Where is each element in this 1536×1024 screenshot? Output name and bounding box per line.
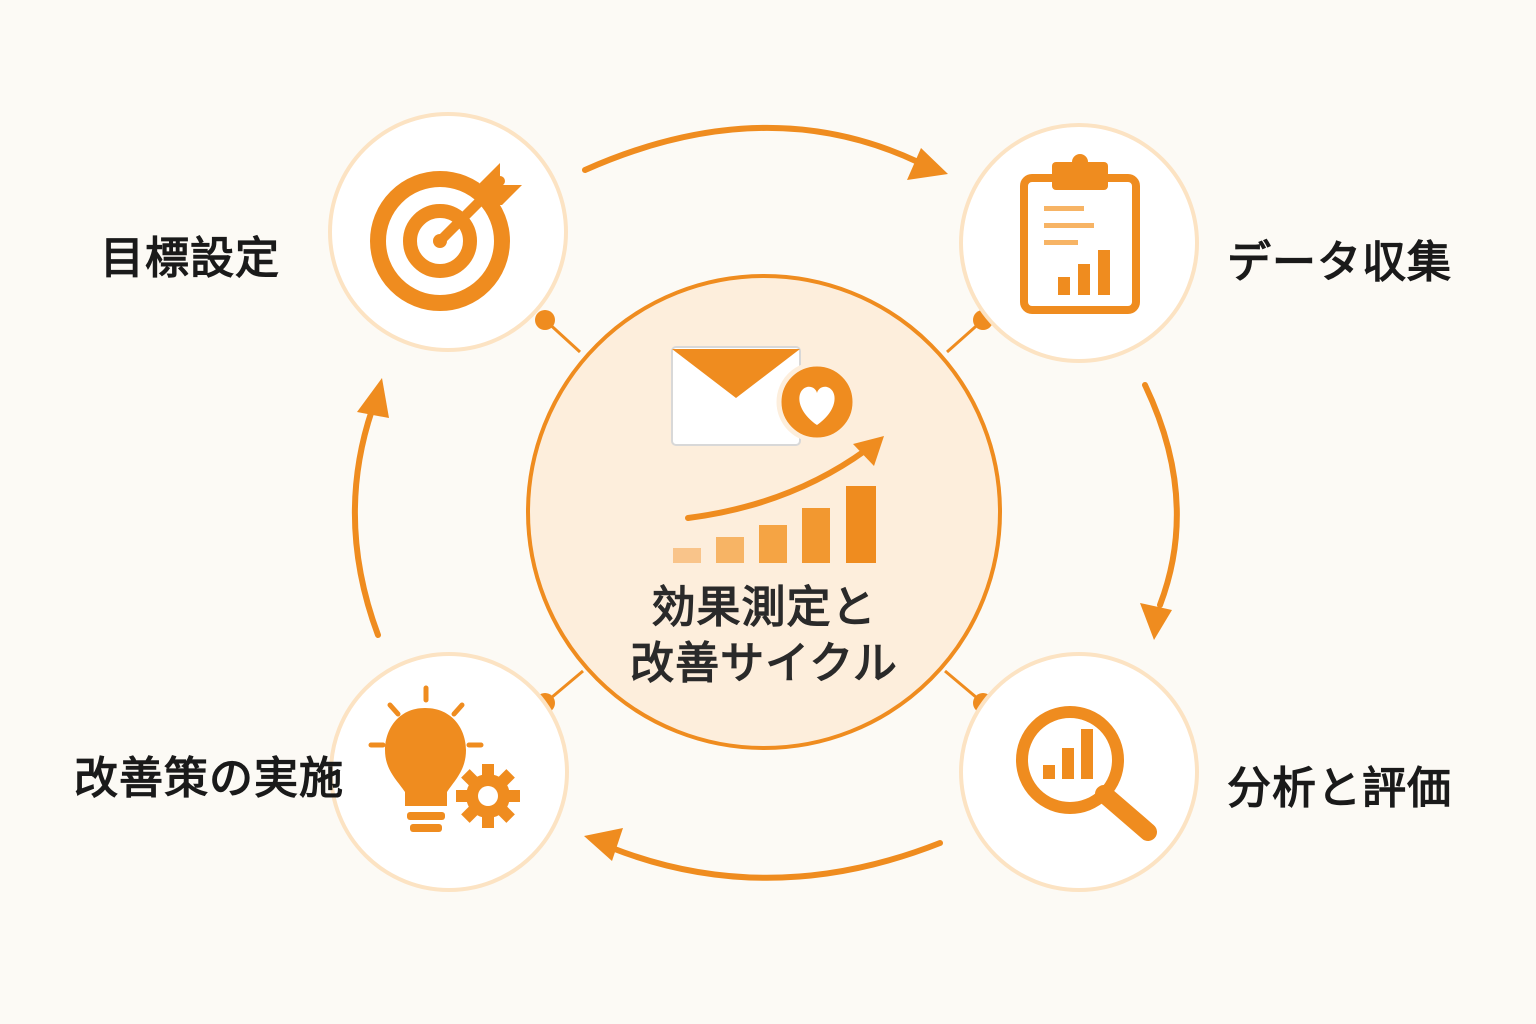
step-ring-analysis [959, 652, 1199, 892]
step-node-improve [329, 652, 569, 892]
arrowhead-left [357, 378, 389, 418]
bar-4 [802, 508, 830, 563]
bar-3 [759, 525, 787, 563]
bar-2 [716, 537, 744, 563]
arrowhead-right [1140, 603, 1172, 640]
bar-5 [846, 486, 876, 563]
clipboard-chart-icon [1020, 154, 1140, 314]
arrow-bottom [609, 840, 943, 881]
arrowhead-top [907, 148, 948, 180]
step-node-data [959, 123, 1199, 363]
step-label-goal: 目標設定 [100, 233, 280, 284]
connector-dot-top-left [535, 310, 555, 330]
step-label-improve: 改善策の実施 [74, 753, 344, 804]
lightbulb-gear-icon [368, 685, 520, 832]
heart-badge-icon [776, 361, 858, 443]
center-title-line1: 効果測定と [651, 582, 877, 633]
step-node-analysis [959, 652, 1199, 892]
step-label-analysis: 分析と評価 [1227, 763, 1452, 814]
arrowhead-bottom [584, 828, 623, 861]
cycle-arrows [351, 124, 1180, 881]
center-circle [526, 274, 1002, 750]
center-node [526, 274, 1002, 750]
arrow-top [582, 124, 921, 173]
magnifier-chart-icon [1016, 706, 1157, 841]
bar-chart-icon [673, 486, 876, 563]
target-arrow-icon [370, 163, 522, 311]
step-label-data: データ収集 [1227, 237, 1452, 288]
center-title-line2: 改善サイクル [630, 638, 898, 689]
bar-1 [673, 548, 701, 563]
step-node-goal [328, 112, 568, 352]
arrow-left [351, 407, 381, 638]
center-title: 効果測定と 改善サイクル [614, 580, 914, 692]
arrow-right [1142, 382, 1180, 608]
growth-arrow-icon [685, 436, 884, 521]
